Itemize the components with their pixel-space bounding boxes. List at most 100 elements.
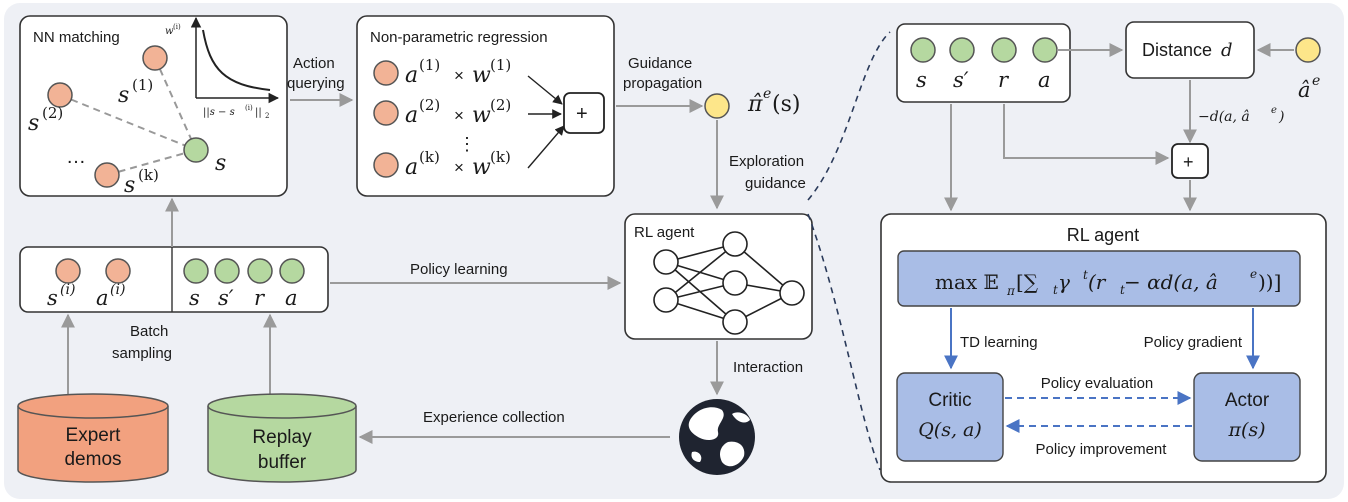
weight-decay-plot: w (i) ||s − s (i) || 2 (165, 16, 280, 120)
objective-rt-sub: t (1120, 283, 1125, 297)
replay-buffer-cylinder: Replay buffer (207, 393, 357, 483)
batch-s-node (183, 258, 209, 284)
batch-expert-a-node (105, 258, 131, 284)
action-querying-2: querying (287, 75, 345, 92)
batch-a-node (279, 258, 305, 284)
policy-evaluation-label: Policy evaluation (1041, 375, 1154, 392)
critic-q: Q(s, a) (918, 419, 982, 441)
plot-xlabel-end: || (255, 107, 262, 118)
expert-demos-1: Expert (66, 425, 122, 446)
reg-a1: a (405, 63, 418, 88)
node-sk (94, 162, 120, 188)
neg-d-label: −d(a, â (1198, 109, 1250, 125)
reg-times-1: × (454, 66, 464, 85)
right-a: a (1038, 68, 1051, 92)
label-s: s (215, 151, 226, 176)
batch-sampling-1: Batch (130, 323, 168, 340)
right-r: r (998, 68, 1010, 92)
expert-demos-2: demos (64, 449, 121, 470)
batch-expert-s-node (55, 258, 81, 284)
objective-end: − αd(a, â (1124, 270, 1218, 294)
nn-link-k (106, 149, 197, 176)
plot-ylabel: w (165, 26, 174, 37)
plot-xlabel: ||s − s (203, 107, 235, 118)
actor-pi: π(s) (1227, 419, 1265, 441)
right-r-node (991, 37, 1017, 63)
objective-box (897, 250, 1301, 307)
batch-sprime: s′ (218, 286, 234, 310)
right-s: s (916, 68, 927, 92)
objective-max: max 𝔼 (935, 270, 999, 294)
label-s2: s (28, 111, 39, 136)
distance-var: d (1221, 40, 1233, 61)
distance-box: Distance d (1125, 21, 1255, 79)
objective-sum-sub: t (1053, 283, 1058, 297)
reg-a2-sup: (2) (419, 96, 440, 114)
replay-buffer-1: Replay (252, 427, 312, 448)
exploration-1: Exploration (729, 153, 804, 170)
objective-gamma-sup: t (1083, 268, 1088, 282)
reg-plus-box (563, 92, 605, 134)
exploration-2: guidance (745, 175, 806, 192)
node-s (183, 137, 209, 163)
policy-improvement-label: Policy improvement (1036, 441, 1168, 458)
batch-expert-a: a (96, 286, 109, 310)
td-learning-label: TD learning (960, 334, 1038, 351)
reg-arrow-1 (527, 75, 563, 105)
expert-demos-cylinder: Expert demos (17, 393, 169, 483)
objective-gamma: γ (1058, 270, 1070, 294)
reg-a2: a (405, 103, 418, 128)
reg-node-k (373, 152, 399, 178)
right-plus: + (1183, 152, 1194, 172)
reg-times-k: × (454, 158, 464, 177)
plot-ylabel-sup: (i) (173, 23, 181, 31)
reg-arrow-k (527, 125, 565, 169)
reg-w1: w (472, 63, 491, 88)
label-sk: s (124, 173, 135, 198)
zoom-connector-top (807, 31, 891, 201)
actor-box (1193, 372, 1301, 462)
action-querying-1: Action (293, 55, 335, 72)
nn-link-1 (154, 57, 197, 151)
reg-wk: w (472, 155, 491, 180)
critic-label: Critic (928, 390, 971, 411)
nn-matching-title: NN matching (33, 29, 120, 46)
neg-d-sup: e (1271, 105, 1277, 116)
batch-s: s (189, 286, 200, 310)
label-sk-sup: (k) (138, 166, 159, 184)
batch-r-node (247, 258, 273, 284)
reg-ak-sup: (k) (419, 148, 440, 166)
label-s1: s (118, 83, 129, 108)
batch-r: r (254, 286, 266, 310)
critic-box (896, 372, 1004, 462)
right-sprime-node (949, 37, 975, 63)
experience-collection-label: Experience collection (423, 409, 565, 426)
node-s1 (142, 45, 168, 71)
batch-sprime-node (214, 258, 240, 284)
nn-matching-box: NN matching s (1) s (2) s (k) s … w (i) … (19, 15, 288, 198)
batch-box: s (i) a (i) s s′ r a (19, 246, 329, 313)
replay-buffer-2: buffer (258, 452, 307, 473)
rl-agent-small-title: RL agent (634, 224, 695, 241)
right-sprime: s′ (953, 68, 969, 92)
reg-ak: a (405, 155, 418, 180)
regression-box: Non-parametric regression a (1) × w (1) … (356, 15, 615, 197)
right-plus-box (1171, 143, 1209, 179)
guidance-node (704, 93, 730, 119)
reg-a1-sup: (1) (419, 56, 440, 74)
reg-node-1 (373, 60, 399, 86)
plot-xlabel-sup: (i) (245, 104, 253, 112)
arrow-r-to-plus (1003, 104, 1170, 165)
objective-tail: (r (1088, 270, 1107, 294)
policy-gradient-label: Policy gradient (1144, 334, 1243, 351)
objective-close: ))] (1258, 270, 1281, 294)
guidance-prop-2: propagation (623, 75, 702, 92)
distance-label: Distance (1142, 40, 1212, 60)
regression-title: Non-parametric regression (370, 29, 548, 46)
batch-expert-s-sup: (i) (60, 282, 75, 298)
rl-agent-big-box: RL agent max 𝔼 π [∑ t γ t (r t − αd(a, â… (880, 213, 1327, 483)
objective-end-sup: e (1250, 267, 1257, 281)
nn-ellipsis: … (66, 146, 86, 168)
